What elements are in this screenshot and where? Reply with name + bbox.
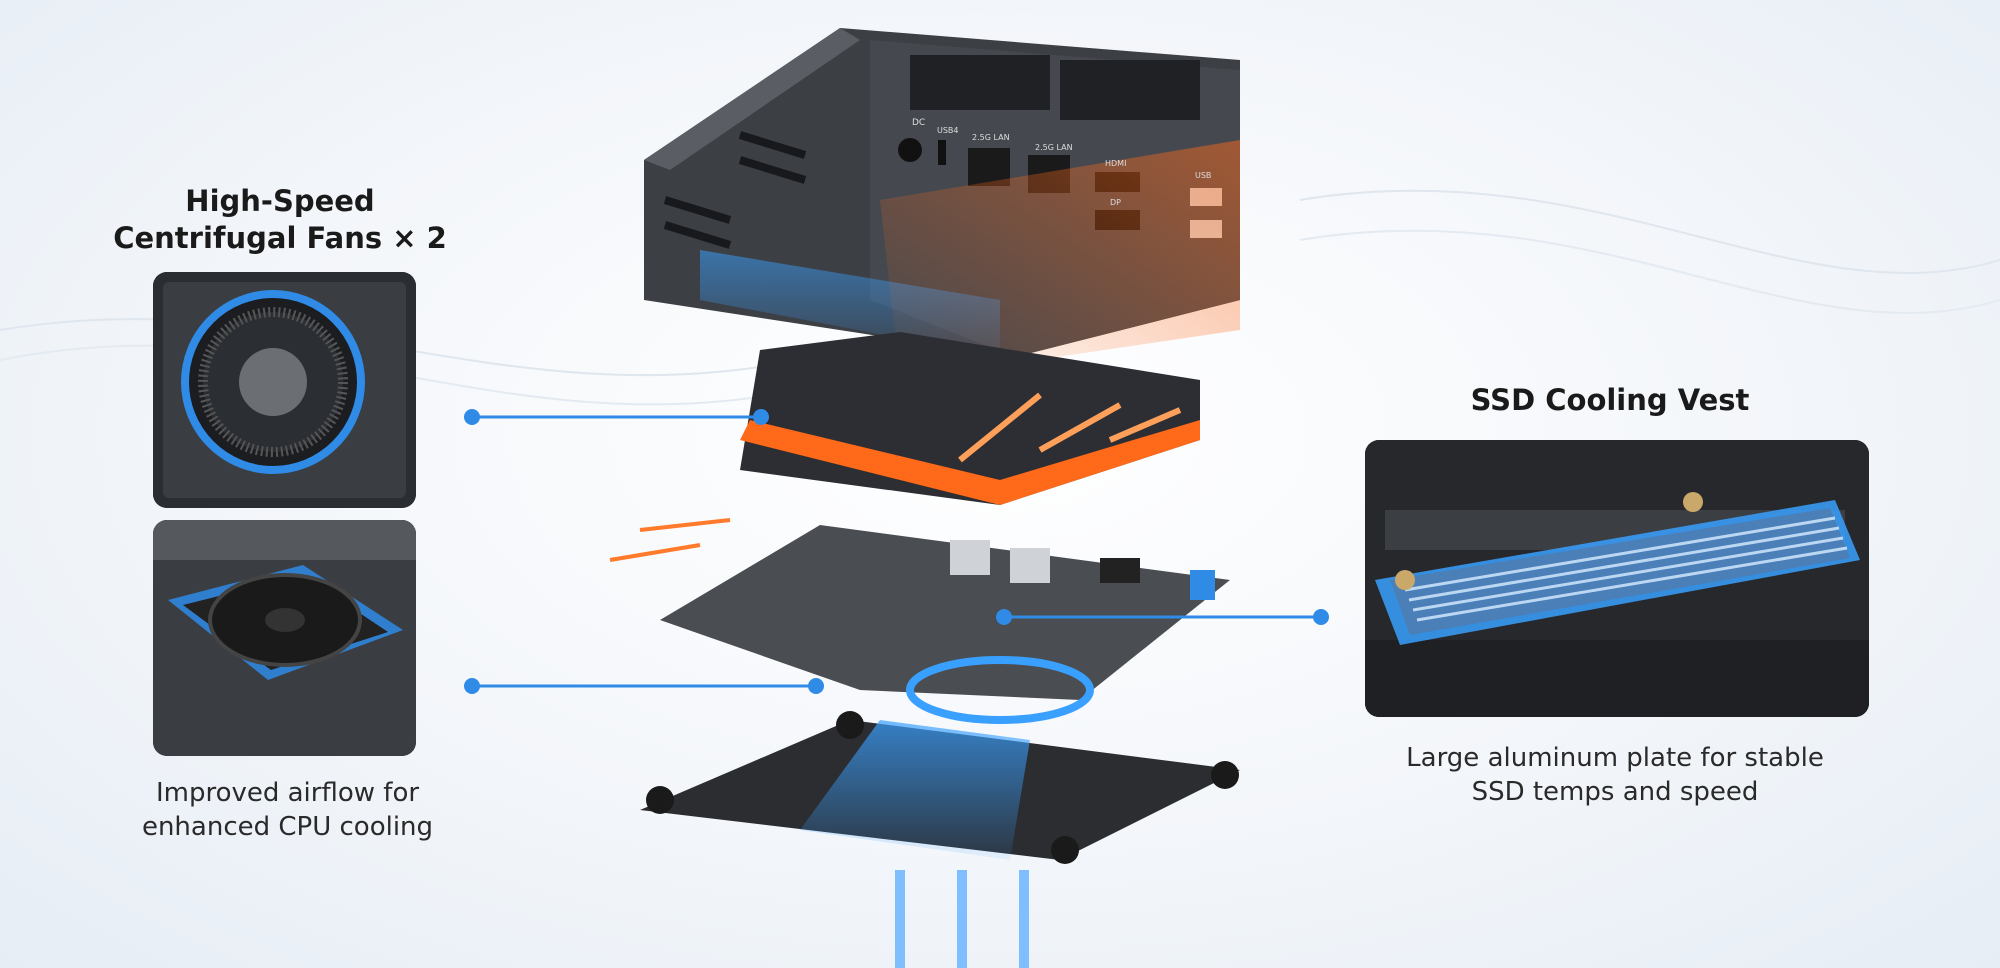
fans-title: High-Speed Centrifugal Fans × 2 [70, 183, 490, 257]
base-plate [640, 711, 1240, 864]
heatsink-layer [740, 332, 1200, 505]
port-label-lan1: 2.5G LAN [972, 133, 1010, 142]
port-label-usb: USB [1195, 171, 1211, 180]
ssd-title: SSD Cooling Vest [1470, 383, 1750, 417]
centrifugal-fan-photo [153, 272, 416, 508]
callout-fan-top [464, 409, 769, 425]
hot-air-arrows [609, 518, 731, 562]
ssd-caption: Large aluminum plate for stable SSD temp… [1390, 741, 1840, 809]
fans-caption-line1: Improved airflow for [155, 778, 420, 808]
callout-ssd [996, 609, 1329, 625]
fans-title-line2: Centrifugal Fans × 2 [113, 221, 447, 255]
port-label-usb4: USB4 [937, 126, 959, 135]
ssd-cooling-photo [1365, 440, 1869, 717]
motherboard-layer [660, 525, 1230, 724]
ssd-caption-line2: SSD temps and speed [1471, 777, 1759, 807]
port-label-lan2: 2.5G LAN [1035, 143, 1073, 152]
callout-fan-bottom [464, 678, 824, 694]
port-label-hdmi: HDMI [1105, 159, 1126, 168]
ssd-caption-line1: Large aluminum plate for stable [1406, 743, 1824, 773]
fans-title-line1: High-Speed [185, 184, 375, 218]
port-label-dp: DP [1110, 198, 1121, 207]
cool-air-arrows [895, 870, 1029, 968]
fans-caption-line2: enhanced CPU cooling [141, 812, 434, 842]
port-label-dc: DC [912, 118, 925, 128]
cpu-fan-photo [153, 520, 416, 756]
case-shell [644, 28, 1240, 380]
fans-caption: Improved airflow for enhanced CPU coolin… [100, 776, 475, 844]
